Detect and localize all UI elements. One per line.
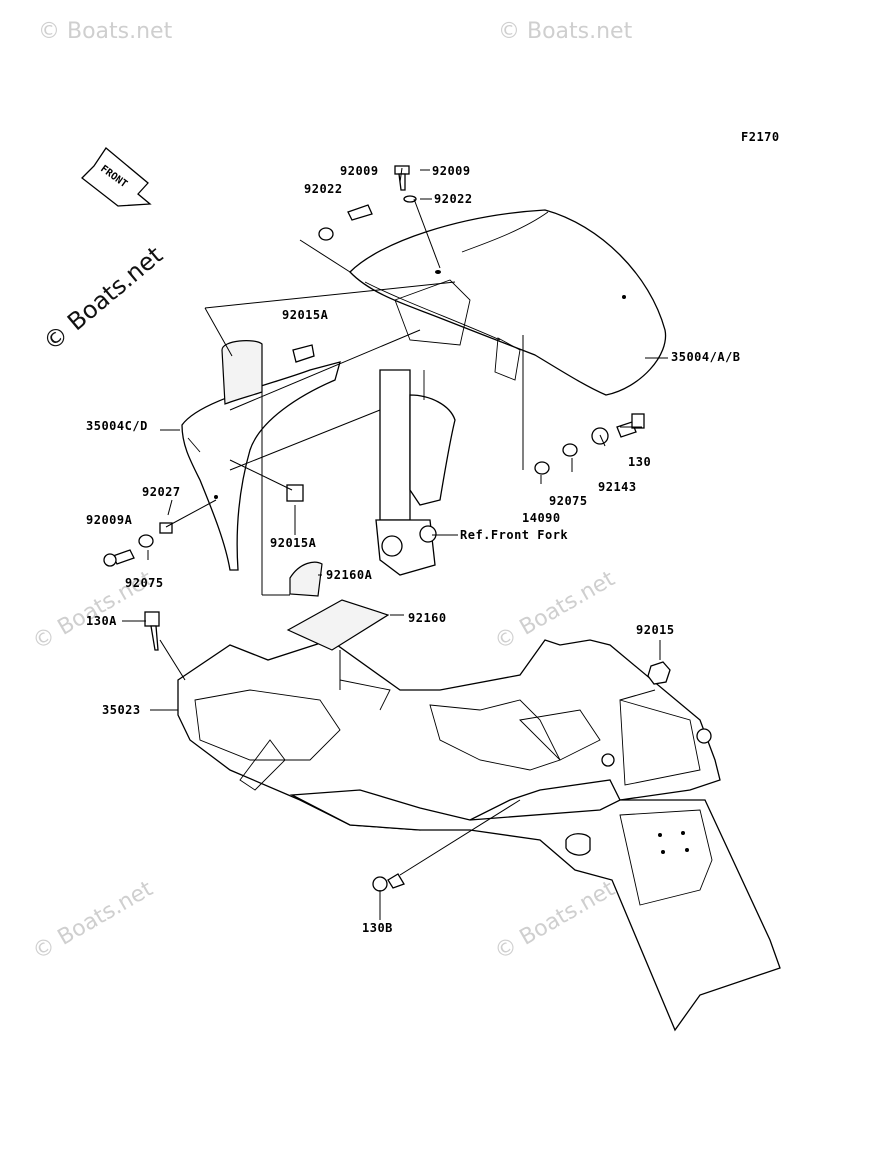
watermark: © Boats.net [491,876,620,965]
callout-92075: 92075 [125,576,164,590]
pad-92160a [289,561,323,597]
callout-92027: 92027 [142,485,181,499]
callout-35023: 35023 [102,703,141,717]
fender-side-piece [181,340,341,571]
callout-labels: 92009 92009 92022 92022 92015A 35004/A/B… [86,164,741,935]
callout-ref-front-fork: Ref.Front Fork [460,528,568,542]
callout-92015a: 92015A [270,536,317,550]
callout-92015a: 92015A [282,308,329,322]
callout-130: 130 [628,455,651,469]
callout-92143: 92143 [598,480,637,494]
pad-92160 [286,599,390,651]
watermark: © Boats.net [29,876,158,965]
callout-35004-a-b: 35004/A/B [671,350,741,364]
callout-92022: 92022 [304,182,343,196]
callout-35004c-d: 35004C/D [86,419,148,433]
watermark: © Boats.net [38,19,173,44]
callout-92009a: 92009A [86,513,133,527]
leader-lines [122,167,668,920]
front-fender [349,209,667,396]
callout-130a: 130A [86,614,117,628]
callout-92009: 92009 [432,164,471,178]
rear-mudguard [289,789,781,1032]
callout-92075: 92075 [549,494,588,508]
callout-14090: 14090 [522,511,561,525]
front-arrow-icon: FRONT [81,147,152,207]
watermark: © Boats.net [491,566,620,655]
callout-92015: 92015 [636,623,675,637]
callout-92022: 92022 [434,192,473,206]
callout-92160a: 92160A [326,568,373,582]
figure-code: F2170 [741,130,780,144]
rear-inner-fender [177,639,721,831]
callout-92009: 92009 [340,164,379,178]
callout-130b: 130B [362,921,393,935]
watermark: © Boats.net [498,19,633,44]
boats-net-watermark: © Boats.net [38,241,168,357]
front-fork [375,369,456,576]
callout-92160: 92160 [408,611,447,625]
